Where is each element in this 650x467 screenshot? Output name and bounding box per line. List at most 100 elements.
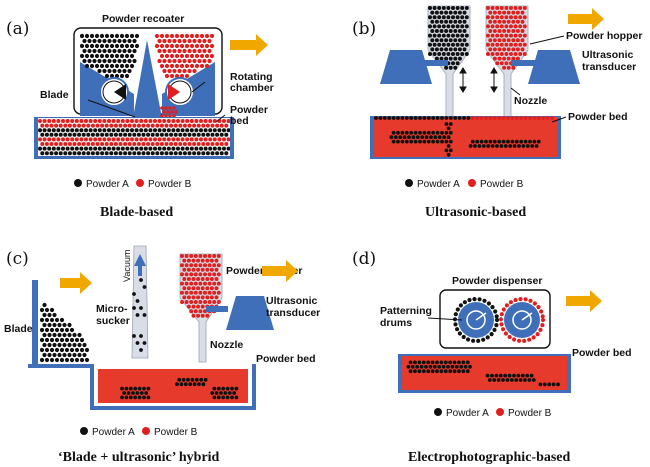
powder-particle xyxy=(59,357,65,363)
powder-particle xyxy=(67,151,72,156)
powder-particle xyxy=(428,364,433,369)
powder-particle xyxy=(90,132,95,137)
powder-particle xyxy=(179,63,185,69)
powder-particle xyxy=(82,352,87,358)
powder-particle xyxy=(433,135,438,140)
powder-particle xyxy=(178,151,183,156)
powder-particle xyxy=(111,119,116,123)
powder-particle xyxy=(164,63,170,69)
powder-particle xyxy=(455,327,460,332)
powder-particle xyxy=(519,116,524,120)
powder-particle xyxy=(509,378,514,382)
powder-particle xyxy=(441,24,446,29)
powder-particle xyxy=(166,128,171,133)
powder-particle xyxy=(536,139,541,144)
powder-particle xyxy=(492,56,497,61)
powder-particle xyxy=(513,297,518,303)
powder-particle xyxy=(422,139,427,144)
powder-particle xyxy=(182,123,187,128)
powder-particle xyxy=(187,68,192,74)
powder-particle xyxy=(215,123,220,128)
powder-particle xyxy=(77,151,82,156)
powder-particle xyxy=(159,151,164,156)
powder-particle xyxy=(84,43,90,49)
powder-particle xyxy=(486,24,490,29)
powder-particle xyxy=(175,382,179,387)
powder-particle xyxy=(216,290,221,295)
vacuum-label: Vacuum xyxy=(122,250,132,282)
powder-particle xyxy=(407,135,411,140)
powder-particle xyxy=(88,119,93,123)
powder-particle xyxy=(215,142,220,146)
powder-particle xyxy=(494,323,499,328)
powder-particle xyxy=(159,142,164,146)
powder-particle xyxy=(230,386,234,391)
powder-particle xyxy=(180,254,184,258)
powder-particle xyxy=(171,119,176,123)
powder-particle xyxy=(57,342,62,348)
powder-particle xyxy=(418,116,422,120)
powder-particle xyxy=(77,132,82,137)
powder-particle xyxy=(97,68,102,74)
powder-particle xyxy=(495,33,500,38)
powder-particle xyxy=(439,47,444,52)
blade-shape xyxy=(32,280,38,366)
powder-a-pile xyxy=(39,302,90,363)
powder-particle xyxy=(196,142,201,146)
powder-particle xyxy=(185,137,190,142)
powder-particle xyxy=(192,58,197,64)
powder-particle xyxy=(498,373,503,378)
powder-particle xyxy=(192,382,197,387)
powder-particle xyxy=(451,24,455,29)
powder-particle xyxy=(186,304,191,309)
powder-particle xyxy=(132,38,137,44)
hopper-b-powder xyxy=(486,6,527,70)
powder-particle xyxy=(494,373,499,378)
powder-particle xyxy=(82,58,87,64)
powder-particle xyxy=(194,43,200,49)
powder-particle xyxy=(146,132,151,137)
hopper-label: Powder hopper xyxy=(566,30,642,42)
powder-particle xyxy=(495,24,500,29)
powder-particle xyxy=(79,119,84,123)
powder-particle xyxy=(39,307,45,313)
powder-particle xyxy=(446,52,451,56)
powder-particle xyxy=(190,377,195,382)
powder-particle xyxy=(56,128,61,133)
powder-particle xyxy=(437,135,442,140)
powder-particle xyxy=(148,119,153,123)
legend-a-label: Powder A xyxy=(92,427,135,438)
powder-particle xyxy=(189,146,194,151)
powder-particle xyxy=(122,58,127,64)
powder-particle xyxy=(172,38,177,44)
panel-b: (b) Powder hopper Ultrasonic transducer … xyxy=(352,5,642,220)
powder-particle xyxy=(186,295,191,300)
powder-particle xyxy=(157,119,162,123)
powder-particle xyxy=(494,317,500,323)
powder-particle xyxy=(125,119,130,123)
powder-particle xyxy=(153,146,157,151)
powder-particle xyxy=(203,272,207,277)
powder-particle xyxy=(117,38,122,44)
powder-particle xyxy=(133,386,138,391)
powder-particle xyxy=(52,342,57,348)
powder-particle xyxy=(201,123,206,128)
powder-particle xyxy=(44,347,50,353)
powder-particle xyxy=(523,378,527,382)
powder-particle xyxy=(39,317,45,323)
powder-particle xyxy=(437,6,442,10)
powder-particle xyxy=(486,33,490,38)
powder-particle xyxy=(542,382,547,387)
powder-particle xyxy=(196,132,201,137)
powder-particle xyxy=(44,337,50,343)
powder-particle xyxy=(132,151,137,156)
powder-particle xyxy=(404,139,409,144)
powder-particle xyxy=(207,254,212,258)
powder-particle xyxy=(462,29,467,33)
powder-particle xyxy=(226,119,230,123)
powder-particle xyxy=(419,364,424,369)
powder-particle xyxy=(54,142,59,146)
powder-particle xyxy=(176,137,180,142)
powder-particle xyxy=(193,290,198,295)
powder-particle xyxy=(460,52,465,56)
